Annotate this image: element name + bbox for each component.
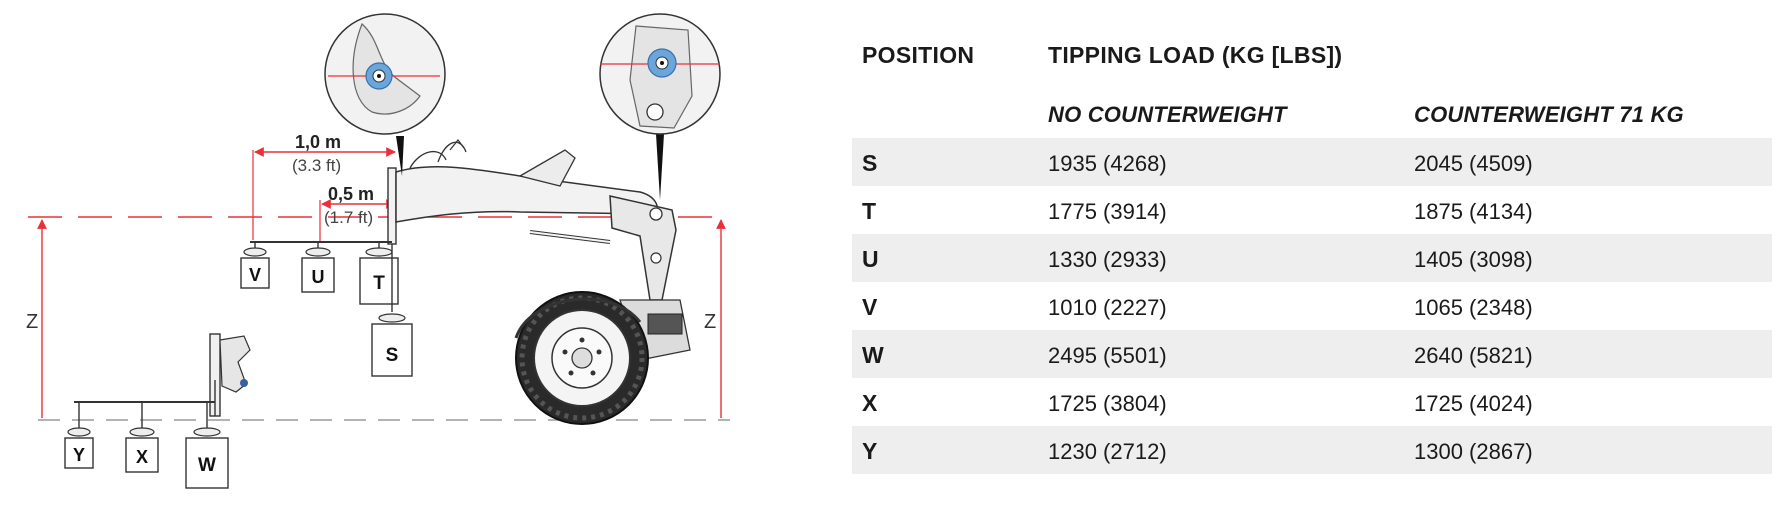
row-counterweight-value: 2045 (4509)	[1414, 151, 1533, 176]
row-position: X	[862, 390, 878, 416]
row-position: V	[862, 294, 878, 320]
row-counterweight-value: 1405 (3098)	[1414, 247, 1533, 272]
table-row: S 1935 (4268) 2045 (4509)	[852, 138, 1772, 186]
weight-u: U	[301, 242, 335, 293]
weight-v: V	[240, 242, 270, 289]
row-no-counterweight-value: 1935 (4268)	[1048, 151, 1167, 176]
table-row: U 1330 (2933) 1405 (3098)	[852, 234, 1772, 282]
weight-label-y: Y	[73, 445, 85, 465]
wheel	[514, 291, 649, 425]
row-position: W	[862, 342, 884, 368]
dim-05m-label: 0,5 m	[328, 184, 374, 204]
header-counterweight: COUNTERWEIGHT 71 KG	[1414, 102, 1684, 127]
weight-label-w: W	[198, 455, 216, 476]
weight-label-t: T	[373, 273, 385, 294]
row-counterweight-value: 1065 (2348)	[1414, 295, 1533, 320]
row-no-counterweight-value: 1775 (3914)	[1048, 199, 1167, 224]
table-row: Y 1230 (2712) 1300 (2867)	[852, 426, 1772, 474]
row-no-counterweight-value: 1725 (3804)	[1048, 391, 1167, 416]
row-counterweight-value: 1300 (2867)	[1414, 439, 1533, 464]
weight-label-u: U	[312, 267, 325, 287]
row-position: S	[862, 150, 878, 176]
dim-1m-label: 1,0 m	[295, 132, 341, 152]
table-row: V 1010 (2227) 1065 (2348)	[852, 282, 1772, 330]
table-subheader-row: NO COUNTERWEIGHT COUNTERWEIGHT 71 KG	[852, 96, 1772, 138]
row-counterweight-value: 2640 (5821)	[1414, 343, 1533, 368]
row-no-counterweight-value: 1010 (2227)	[1048, 295, 1167, 320]
weight-label-x: X	[136, 447, 148, 467]
header-position: POSITION	[862, 42, 975, 68]
row-no-counterweight-value: 1330 (2933)	[1048, 247, 1167, 272]
row-position: T	[862, 198, 877, 224]
dim-05m-ft-label: (1.7 ft)	[324, 208, 373, 227]
weight-label-s: S	[386, 345, 399, 366]
detail-callout-left	[324, 13, 446, 176]
detail-callout-right	[599, 13, 721, 200]
header-tipping-load: TIPPING LOAD (KG [LBS])	[1048, 42, 1343, 68]
table-row: T 1775 (3914) 1875 (4134)	[852, 186, 1772, 234]
weight-x: X	[125, 402, 159, 473]
z-right-label: Z	[704, 311, 716, 333]
weight-w: W	[185, 402, 229, 489]
loader-diagram: Z Z 1,0 m (3.3 ft) 0,5 m (1.7 ft) V U T …	[0, 0, 740, 521]
z-left-label: Z	[26, 311, 38, 333]
header-no-counterweight: NO COUNTERWEIGHT	[1048, 102, 1287, 127]
weight-s: S	[371, 244, 413, 377]
weight-label-v: V	[249, 265, 261, 285]
weight-y: Y	[64, 402, 94, 469]
row-no-counterweight-value: 1230 (2712)	[1048, 439, 1167, 464]
row-position: U	[862, 246, 879, 272]
row-position: Y	[862, 438, 878, 464]
row-no-counterweight-value: 2495 (5501)	[1048, 343, 1167, 368]
table-row: X 1725 (3804) 1725 (4024)	[852, 378, 1772, 426]
table-header-row: POSITION TIPPING LOAD (KG [LBS])	[852, 36, 1772, 96]
dim-1m-ft-label: (3.3 ft)	[292, 156, 341, 175]
row-counterweight-value: 1875 (4134)	[1414, 199, 1533, 224]
tipping-load-table: POSITION TIPPING LOAD (KG [LBS]) NO COUN…	[852, 36, 1772, 474]
row-counterweight-value: 1725 (4024)	[1414, 391, 1533, 416]
table-row: W 2495 (5501) 2640 (5821)	[852, 330, 1772, 378]
